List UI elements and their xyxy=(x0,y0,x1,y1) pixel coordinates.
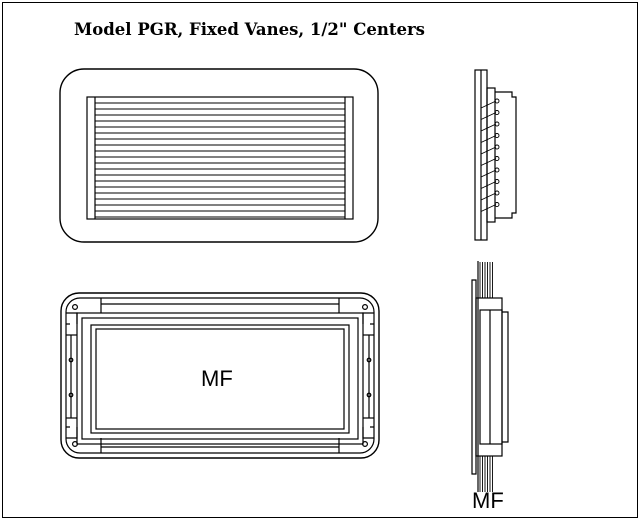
side-vane xyxy=(480,204,497,212)
screw-hole xyxy=(71,304,78,311)
mf-side-fins xyxy=(479,262,493,492)
grille-side-view xyxy=(474,69,517,241)
drawing-frame xyxy=(2,2,638,518)
mounting-frame-label: MF xyxy=(201,366,233,391)
diagram-title: Model PGR, Fixed Vanes, 1/2" Centers xyxy=(74,20,425,39)
side-vane xyxy=(480,100,497,109)
side-vane xyxy=(480,135,497,143)
screw-hole xyxy=(362,441,369,448)
side-vane xyxy=(480,158,497,166)
side-mf-label: MF xyxy=(472,488,504,513)
mounting-frame-side-view xyxy=(471,261,509,492)
side-vane xyxy=(480,181,497,189)
screw-hole xyxy=(71,441,78,448)
side-vane xyxy=(480,112,497,120)
side-vane xyxy=(480,192,497,201)
grille-front-view xyxy=(59,68,379,243)
screw-hole xyxy=(362,304,369,311)
grille-vanes xyxy=(95,102,345,218)
mounting-frame-front-view xyxy=(60,292,380,459)
side-vane xyxy=(480,169,497,178)
side-vane-profiles xyxy=(480,98,500,212)
side-vane xyxy=(480,123,497,132)
side-vane xyxy=(480,146,497,155)
